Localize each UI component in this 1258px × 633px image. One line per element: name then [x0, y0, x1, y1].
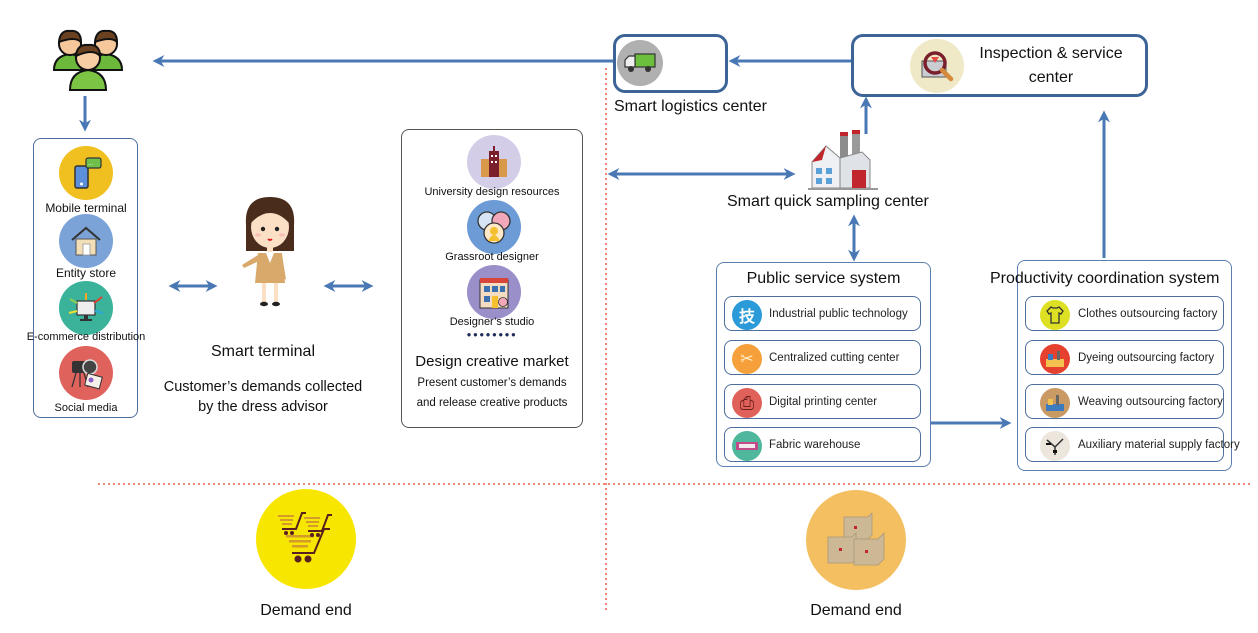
printer-icon: ⎙ — [732, 388, 762, 418]
productivity-title: Productivity coordination system — [990, 270, 1220, 287]
public-service-item-label: Fabric warehouse — [769, 439, 861, 451]
factory-icon — [806, 130, 882, 192]
shirt-icon — [1040, 300, 1070, 330]
smart-terminal-title: Smart terminal — [210, 343, 316, 360]
public-service-item: ⎙ Digital printing center — [724, 384, 921, 419]
logistics-center-label: Smart logistics center — [614, 98, 767, 115]
store-house-icon — [59, 214, 113, 268]
public-service-title: Public service system — [746, 270, 901, 287]
public-service-item: ✂ Centralized cutting center — [724, 340, 921, 375]
camera-card-icon — [59, 346, 113, 400]
productivity-item-label: Weaving outsourcing factory — [1078, 396, 1223, 408]
customer-group-icon — [50, 26, 126, 92]
ecommerce-monitor-icon — [59, 281, 113, 335]
channel-label-mobile: Mobile terminal — [45, 201, 127, 215]
delivery-truck-icon — [617, 40, 663, 86]
channel-label-store: Entity store — [55, 266, 117, 280]
design-more-dots: ●●●●●●●● — [466, 330, 518, 339]
dress-advisor-icon — [232, 193, 308, 309]
demand-end-left-label: Demand end — [260, 602, 352, 619]
public-service-item: Fabric warehouse — [724, 427, 921, 462]
demand-end-right-label: Demand end — [810, 602, 902, 619]
design-label-university: University design resources — [424, 186, 560, 198]
inspection-center-box — [851, 34, 1148, 97]
public-service-item: 技 Industrial public technology — [724, 296, 921, 331]
designers-group-icon — [467, 200, 521, 254]
productivity-item-label: Dyeing outsourcing factory — [1078, 352, 1215, 364]
productivity-item: Weaving outsourcing factory — [1025, 384, 1224, 419]
public-service-item-label: Centralized cutting center — [769, 352, 900, 364]
design-market-caption-2: and release creative products — [416, 397, 568, 409]
productivity-item: Auxiliary material supply factory — [1025, 427, 1240, 462]
weaving-factory-icon — [1040, 388, 1070, 418]
design-market-title: Design creative market — [415, 353, 569, 370]
needle-thread-icon — [1040, 431, 1070, 461]
smart-terminal-caption-1: Customer’s demands collected — [163, 379, 363, 395]
cardboard-boxes-icon — [806, 490, 906, 590]
inspection-center-label-2: center — [1028, 69, 1074, 86]
mobile-chat-icon: ... — [59, 146, 113, 200]
smart-terminal-caption-2: by the dress advisor — [198, 399, 328, 415]
technology-char-icon: 技 — [732, 300, 762, 330]
public-service-item-label: Industrial public technology — [769, 308, 908, 320]
inspection-magnifier-icon — [910, 39, 964, 93]
productivity-item-label: Auxiliary material supply factory — [1078, 439, 1240, 451]
productivity-item: Clothes outsourcing factory — [1025, 296, 1224, 331]
design-label-studio: Designer’s studio — [449, 316, 535, 328]
channel-label-social: Social media — [54, 402, 118, 414]
studio-building-icon — [467, 265, 521, 319]
scissors-icon: ✂ — [732, 344, 762, 374]
shopping-carts-icon — [256, 489, 356, 589]
public-service-item-label: Digital printing center — [769, 396, 878, 408]
svg-text:...: ... — [88, 161, 93, 167]
dyeing-factory-icon — [1040, 344, 1070, 374]
sampling-center-label: Smart quick sampling center — [727, 193, 929, 210]
productivity-item-label: Clothes outsourcing factory — [1078, 308, 1218, 320]
design-market-caption-1: Present customer’s demands — [417, 377, 567, 389]
inspection-center-label-1: Inspection & service — [979, 45, 1123, 62]
channel-label-ecommerce: E-commerce distribution — [26, 331, 146, 343]
university-building-icon — [467, 135, 521, 189]
fabric-roll-icon — [732, 431, 762, 461]
productivity-item: Dyeing outsourcing factory — [1025, 340, 1224, 375]
design-label-grassroot: Grassroot designer — [445, 251, 539, 263]
